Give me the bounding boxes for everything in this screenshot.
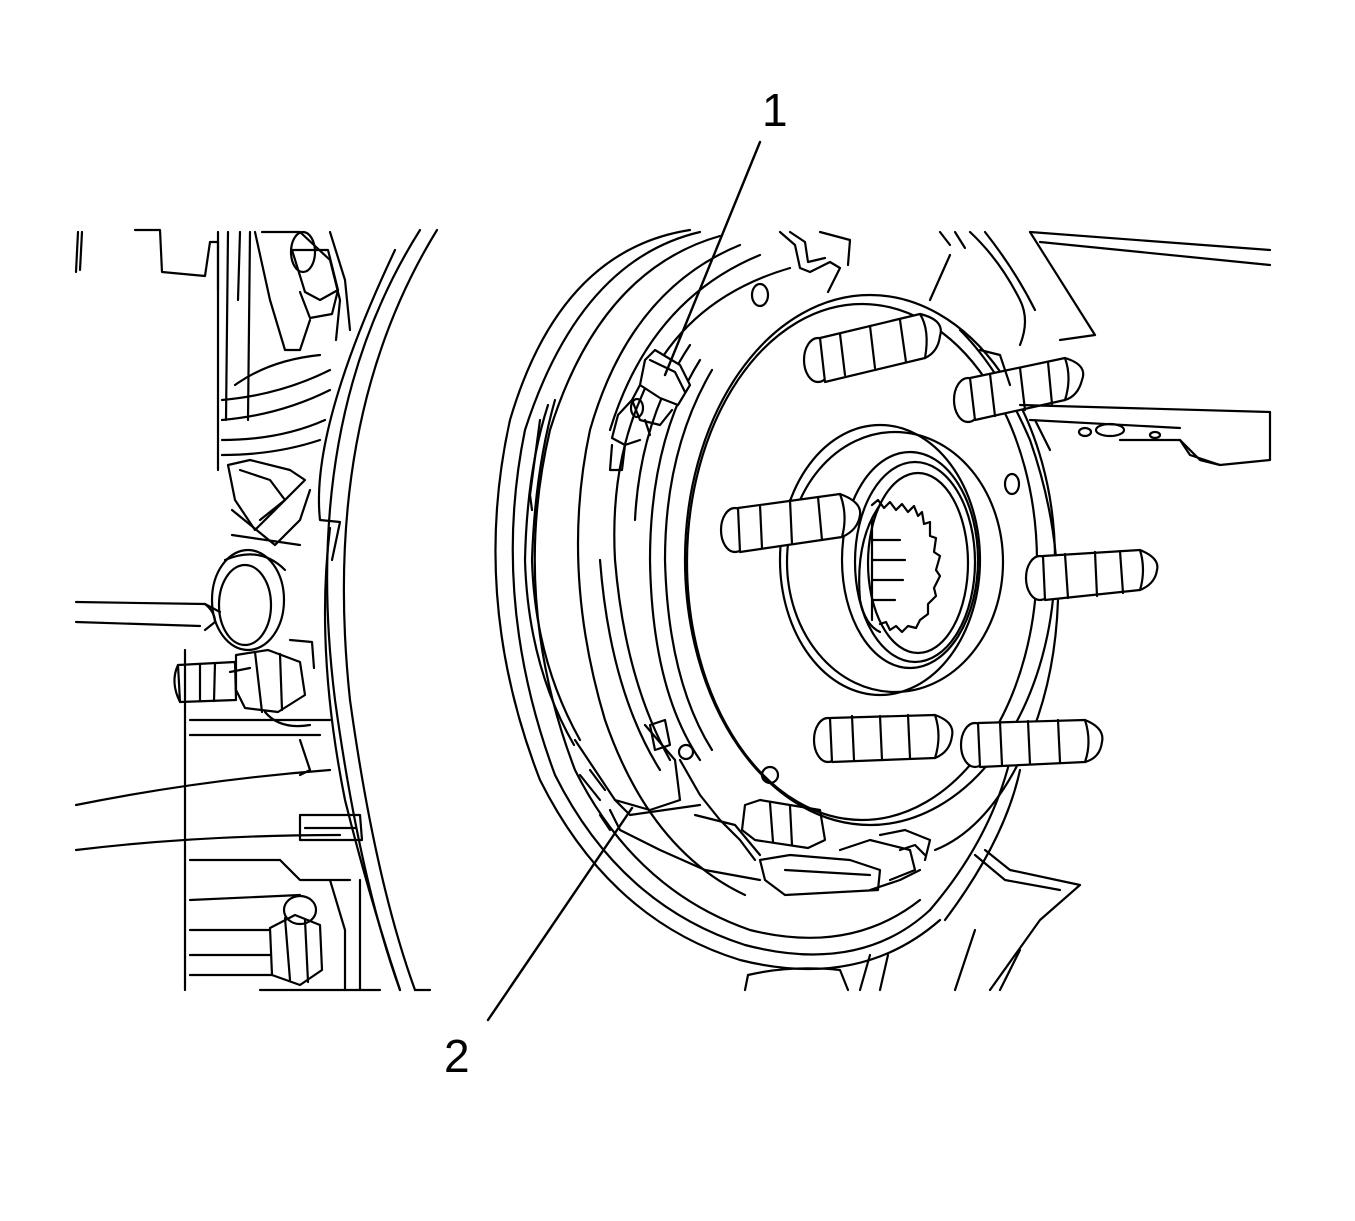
brake-adjuster-assembly bbox=[740, 798, 932, 897]
wheel-stud bbox=[952, 356, 1085, 424]
wheel-stud bbox=[802, 312, 942, 384]
brake-backing-plate bbox=[317, 228, 439, 992]
lower-control-arm bbox=[928, 230, 1272, 992]
wheel-stud bbox=[1024, 548, 1159, 602]
drum-retainer-clip bbox=[750, 230, 852, 308]
steering-knuckle-assembly bbox=[74, 228, 382, 992]
callout-2-label: 2 bbox=[444, 1030, 470, 1082]
parking-brake-shoe bbox=[523, 398, 762, 882]
callout-1-leader bbox=[663, 140, 762, 377]
wheel-stud bbox=[719, 492, 862, 554]
wheel-stud bbox=[812, 713, 954, 764]
parking-brake-drum bbox=[494, 228, 1022, 992]
callout-2-leader bbox=[486, 806, 634, 1022]
callout-1-label: 1 bbox=[762, 84, 788, 136]
wheel-stud bbox=[959, 718, 1104, 769]
callout-2: 2 bbox=[444, 806, 634, 1082]
wheel-speed-sensor bbox=[608, 348, 692, 472]
callout-1: 1 bbox=[663, 84, 788, 377]
wheel-studs bbox=[719, 312, 1159, 769]
